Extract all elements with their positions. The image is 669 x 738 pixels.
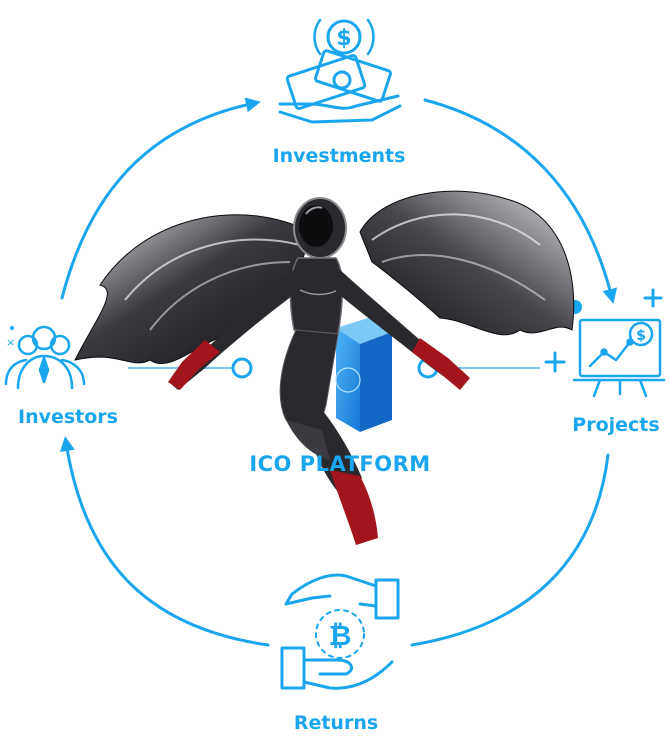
winged-robot-figure	[74, 190, 575, 545]
money-hand-icon: $	[278, 18, 402, 124]
arrow-projects-to-returns	[410, 453, 610, 647]
arrow-investments-to-projects	[423, 98, 618, 304]
presentation-board-icon: $	[544, 288, 666, 398]
arrow-returns-to-investors	[59, 436, 270, 647]
node-label-returns: Returns	[293, 712, 379, 734]
node-label-projects: Projects	[572, 414, 660, 436]
svg-text:$: $	[336, 26, 351, 51]
svg-text:₿: ₿	[329, 619, 352, 652]
center-platform-label: ICO PLATFORM	[249, 452, 431, 476]
node-label-investments: Investments	[272, 145, 406, 167]
svg-text:$: $	[636, 328, 646, 344]
node-label-investors: Investors	[18, 406, 118, 428]
platform-cube-icon	[335, 318, 392, 432]
arrow-investors-to-investments	[60, 97, 261, 300]
cycle-arrows	[59, 97, 618, 647]
people-group-icon: ×	[4, 325, 86, 390]
svg-text:×: ×	[6, 336, 15, 349]
connector-node-left	[231, 357, 253, 379]
bitcoin-exchange-icon: ₿	[280, 573, 400, 690]
